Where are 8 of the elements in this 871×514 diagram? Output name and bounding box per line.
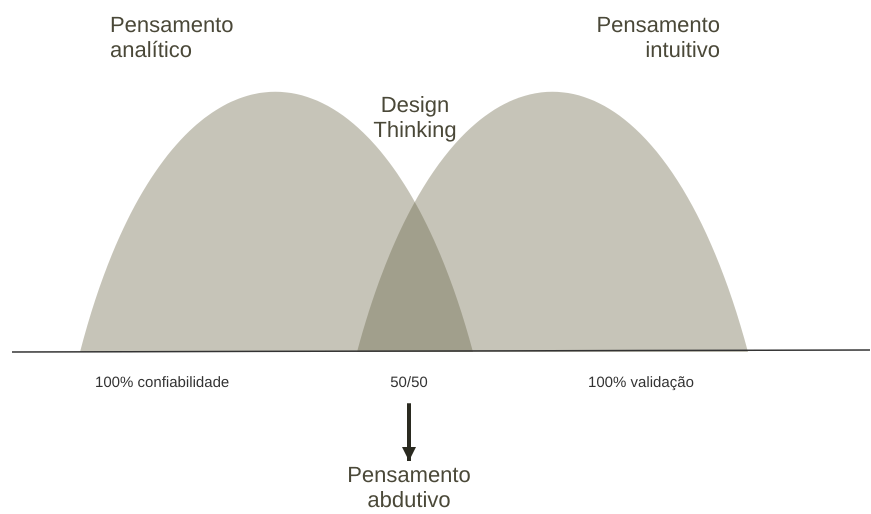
curve-label: Pensamento analítico [110,12,235,63]
curve-label: Pensamento intuitivo [595,12,720,63]
overlap-label: Design Thinking [372,92,458,143]
axis-label: 100% confiabilidade [95,374,230,392]
axis-label: 100% validação [588,374,694,392]
result-label: Pensamento abdutivo [329,462,489,513]
axis-label: 50/50 [369,374,449,392]
arrow [402,403,416,461]
